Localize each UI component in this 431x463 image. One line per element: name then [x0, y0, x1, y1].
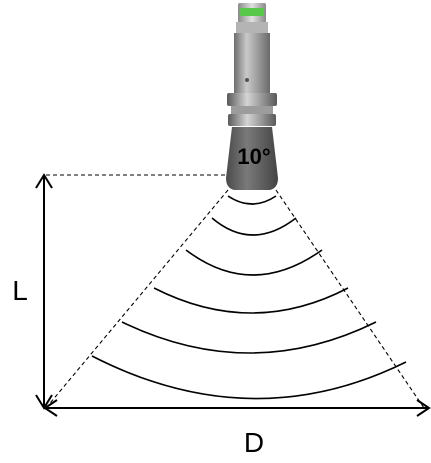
ultrasonic-sensor-icon [226, 3, 278, 190]
wave-arc [211, 217, 297, 236]
beam-angle-label: 10° [237, 144, 270, 169]
thread-band [231, 106, 273, 114]
width-label: D [244, 427, 264, 458]
width-arrow-right [416, 399, 431, 417]
cone-edge-right [275, 189, 425, 409]
width-dimension [43, 399, 431, 417]
wave-arc [153, 287, 349, 314]
height-label: L [12, 275, 28, 306]
height-dimension [35, 173, 53, 410]
beam-cone [45, 174, 425, 409]
lock-nut-lower [228, 114, 276, 126]
height-arrow-top [35, 173, 53, 189]
sensor-screw-dot [245, 78, 249, 82]
width-arrow-left [43, 399, 58, 417]
sensor-body [234, 33, 270, 93]
connector-accent [240, 8, 264, 16]
wave-arc [121, 321, 377, 354]
lock-nut [227, 93, 277, 106]
wave-arc [185, 249, 323, 276]
wave-arc [227, 195, 277, 205]
wave-arc [91, 355, 407, 400]
transducer-head [226, 127, 278, 190]
connector-neck [236, 22, 268, 34]
sound-waves [91, 195, 407, 400]
cone-edge-left [45, 189, 229, 409]
